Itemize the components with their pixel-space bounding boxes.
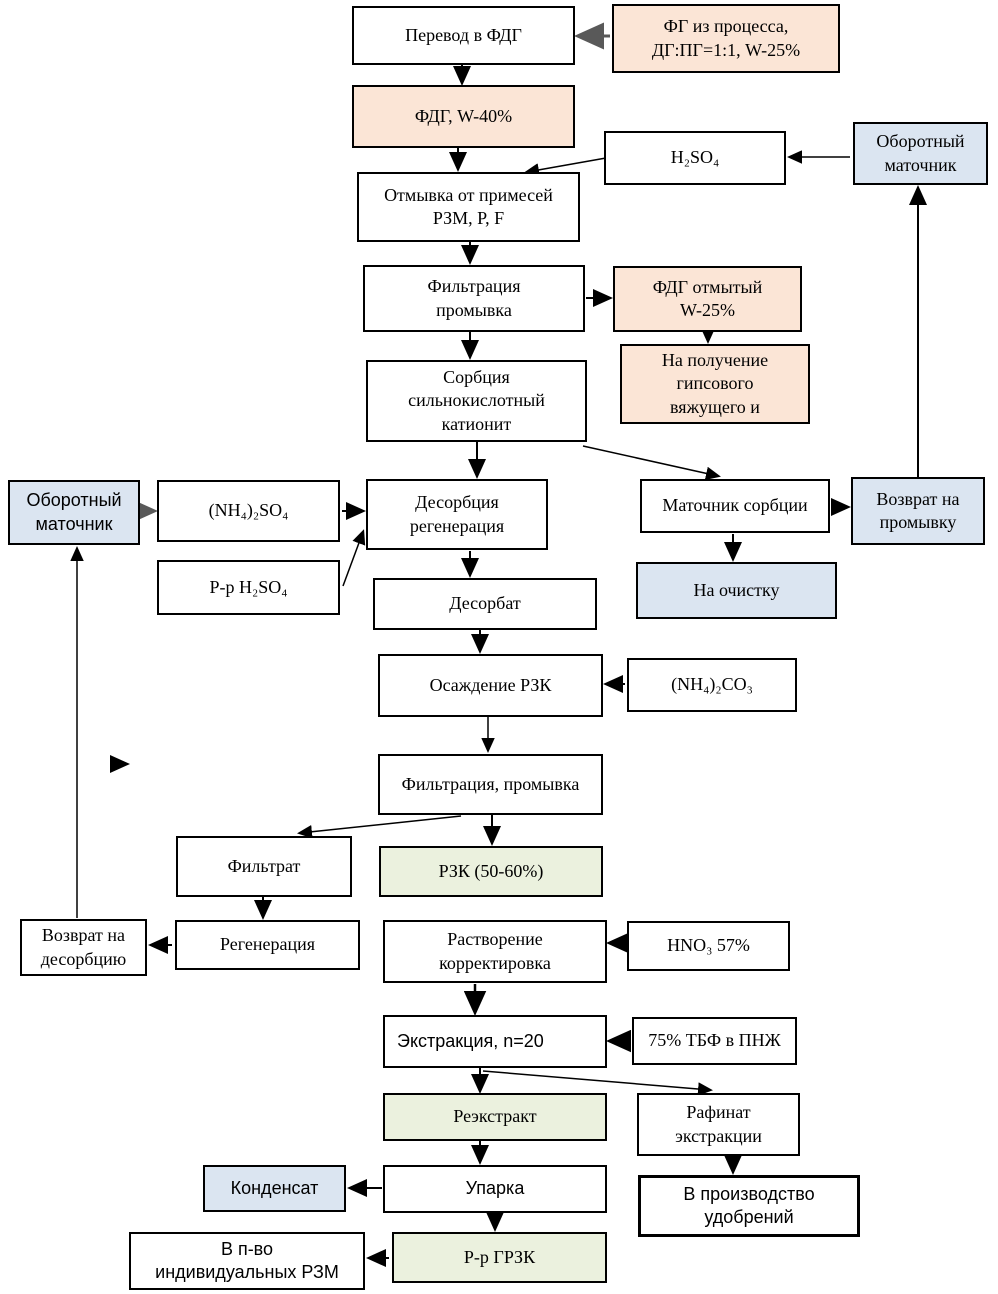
node-vozvrat-na-desorbciu: Возврат на десорбцию <box>20 919 147 976</box>
node-fg-iz-processa: ФГ из процесса, ДГ:ПГ=1:1, W-25% <box>612 4 840 73</box>
node-rzk-50-60: РЗК (50-60%) <box>379 846 603 897</box>
node-rastvorenie: Растворение корректировка <box>383 920 607 983</box>
node-ekstrakcia: Экстракция, n=20 <box>383 1015 607 1068</box>
node-perevod-v-fdg: Перевод в ФДГ <box>352 6 575 65</box>
node-oborotny-matochnik-left: Оборотный маточник <box>8 480 140 545</box>
node-h2so4: H₂SO₄ <box>604 131 786 185</box>
node-uparka: Упарка <box>383 1165 607 1213</box>
node-filtracia-promyvka-1: Фильтрация промывка <box>363 265 585 332</box>
node-desorbcia: Десорбция регенерация <box>366 479 548 550</box>
node-fdg-otmyty: ФДГ отмытый W-25% <box>613 266 802 332</box>
node-otmyvka: Отмывка от примесей РЗМ, P, F <box>357 172 580 242</box>
arrow-h2so4-to-otmyvka <box>524 157 607 177</box>
node-matochnik-sorbcii: Маточник сорбции <box>640 479 830 533</box>
node-v-proizvodstvo-udobreniy: В производство удобрений <box>638 1175 860 1237</box>
node-rafinat-ekstrakcii: Рафинат экстракции <box>637 1093 800 1156</box>
node-fdg-w40: ФДГ, W-40% <box>352 85 575 148</box>
node-na-ochistku: На очистку <box>636 562 837 619</box>
node-nh4-2so4: (NH₄)₂SO₄ <box>157 480 340 542</box>
node-hno3-57: HNO₃ 57% <box>627 921 790 971</box>
node-osazhdenie-rzk: Осаждение РЗК <box>378 654 603 717</box>
arrow-filtracia2-to-filtrat <box>297 815 462 839</box>
arrow-ekstrakcia-to-rafinat <box>482 1070 713 1096</box>
node-sorbcia: Сорбция сильнокислотный катионит <box>366 360 587 442</box>
arrow-sorbcia-to-matochnik <box>582 445 721 480</box>
node-desorbat: Десорбат <box>373 578 597 630</box>
node-kondensat: Конденсат <box>203 1165 346 1212</box>
node-v-pvo-rzm: В п-во индивидуальных РЗМ <box>129 1232 365 1290</box>
node-oborotny-matochnik-top: Оборотный маточник <box>853 122 988 185</box>
node-rr-grzk: Р-р ГРЗК <box>392 1232 607 1283</box>
node-filtracia-promyvka-2: Фильтрация, промывка <box>378 754 603 815</box>
node-rr-h2so4: Р-р H₂SO₄ <box>157 560 340 615</box>
node-na-poluchenie: На получение гипсового вяжущего и <box>620 344 810 424</box>
node-tbf-pnzh: 75% ТБФ в ПНЖ <box>632 1017 797 1065</box>
node-reekstrakt: Реэкстракт <box>383 1093 607 1141</box>
node-vozvrat-na-promyvku: Возврат на промывку <box>851 477 985 545</box>
node-regeneracia: Регенерация <box>175 920 360 970</box>
node-filtrat: Фильтрат <box>176 836 352 897</box>
arrow-rr-h2so4-to-desorbcia <box>342 529 366 587</box>
node-nh4-2co3: (NH₄)₂CO₃ <box>627 658 797 712</box>
